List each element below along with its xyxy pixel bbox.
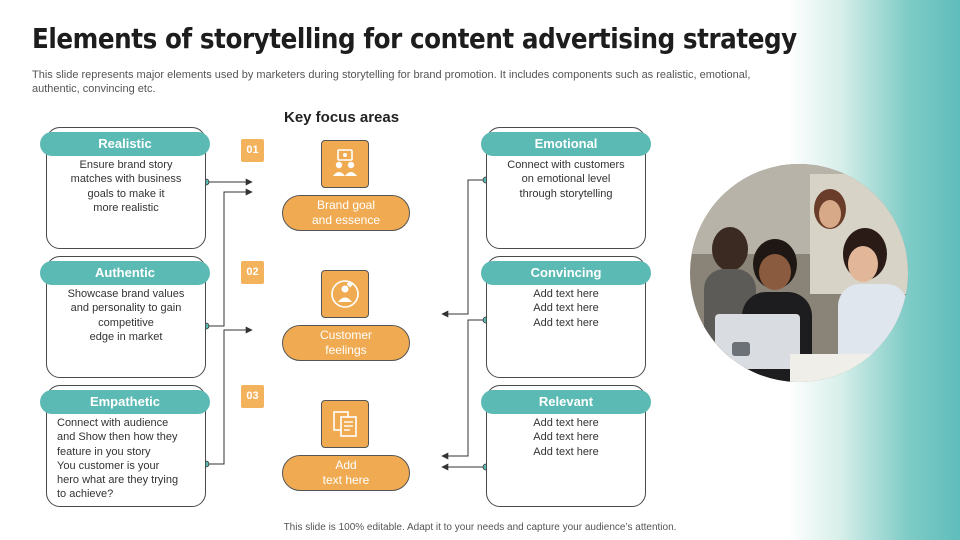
card-text: Showcase brand values and personality to… bbox=[67, 288, 185, 343]
connector-emotional bbox=[441, 179, 486, 318]
label-convincing: Convincing bbox=[481, 261, 651, 285]
focus-add-text: Add text here bbox=[282, 455, 410, 491]
connector-convincing bbox=[441, 319, 486, 460]
label-empathetic: Empathetic bbox=[40, 390, 210, 414]
label-authentic: Authentic bbox=[40, 261, 210, 285]
card-text: Add text here Add text here Add text her… bbox=[533, 288, 599, 329]
documents-icon bbox=[321, 400, 369, 448]
card-text: Ensure brand story matches with business… bbox=[70, 159, 182, 214]
page-title: Elements of storytelling for content adv… bbox=[32, 22, 797, 55]
step-number-02: 02 bbox=[241, 261, 264, 284]
footer-note: This slide is 100% editable. Adapt it to… bbox=[283, 522, 677, 533]
team-photo bbox=[690, 164, 908, 382]
connector-authentic bbox=[206, 188, 253, 327]
connector-empathetic bbox=[206, 326, 253, 465]
card-text: Connect with customers on emotional leve… bbox=[507, 159, 625, 200]
step-number-01: 01 bbox=[241, 139, 264, 162]
card-text: Connect with audience and Show then how … bbox=[57, 417, 179, 501]
focus-brand-goal: Brand goal and essence bbox=[282, 195, 410, 231]
label-relevant: Relevant bbox=[481, 390, 651, 414]
brand-team-icon bbox=[321, 140, 369, 188]
label-realistic: Realistic bbox=[40, 132, 210, 156]
focus-areas-heading: Key focus areas bbox=[284, 109, 400, 126]
label-emotional: Emotional bbox=[481, 132, 651, 156]
page-subtitle: This slide represents major elements use… bbox=[32, 69, 751, 95]
card-text: Add text here Add text here Add text her… bbox=[533, 417, 599, 458]
customer-heart-icon bbox=[321, 270, 369, 318]
focus-customer-feelings: Customer feelings bbox=[282, 325, 410, 361]
step-number-03: 03 bbox=[241, 385, 264, 408]
